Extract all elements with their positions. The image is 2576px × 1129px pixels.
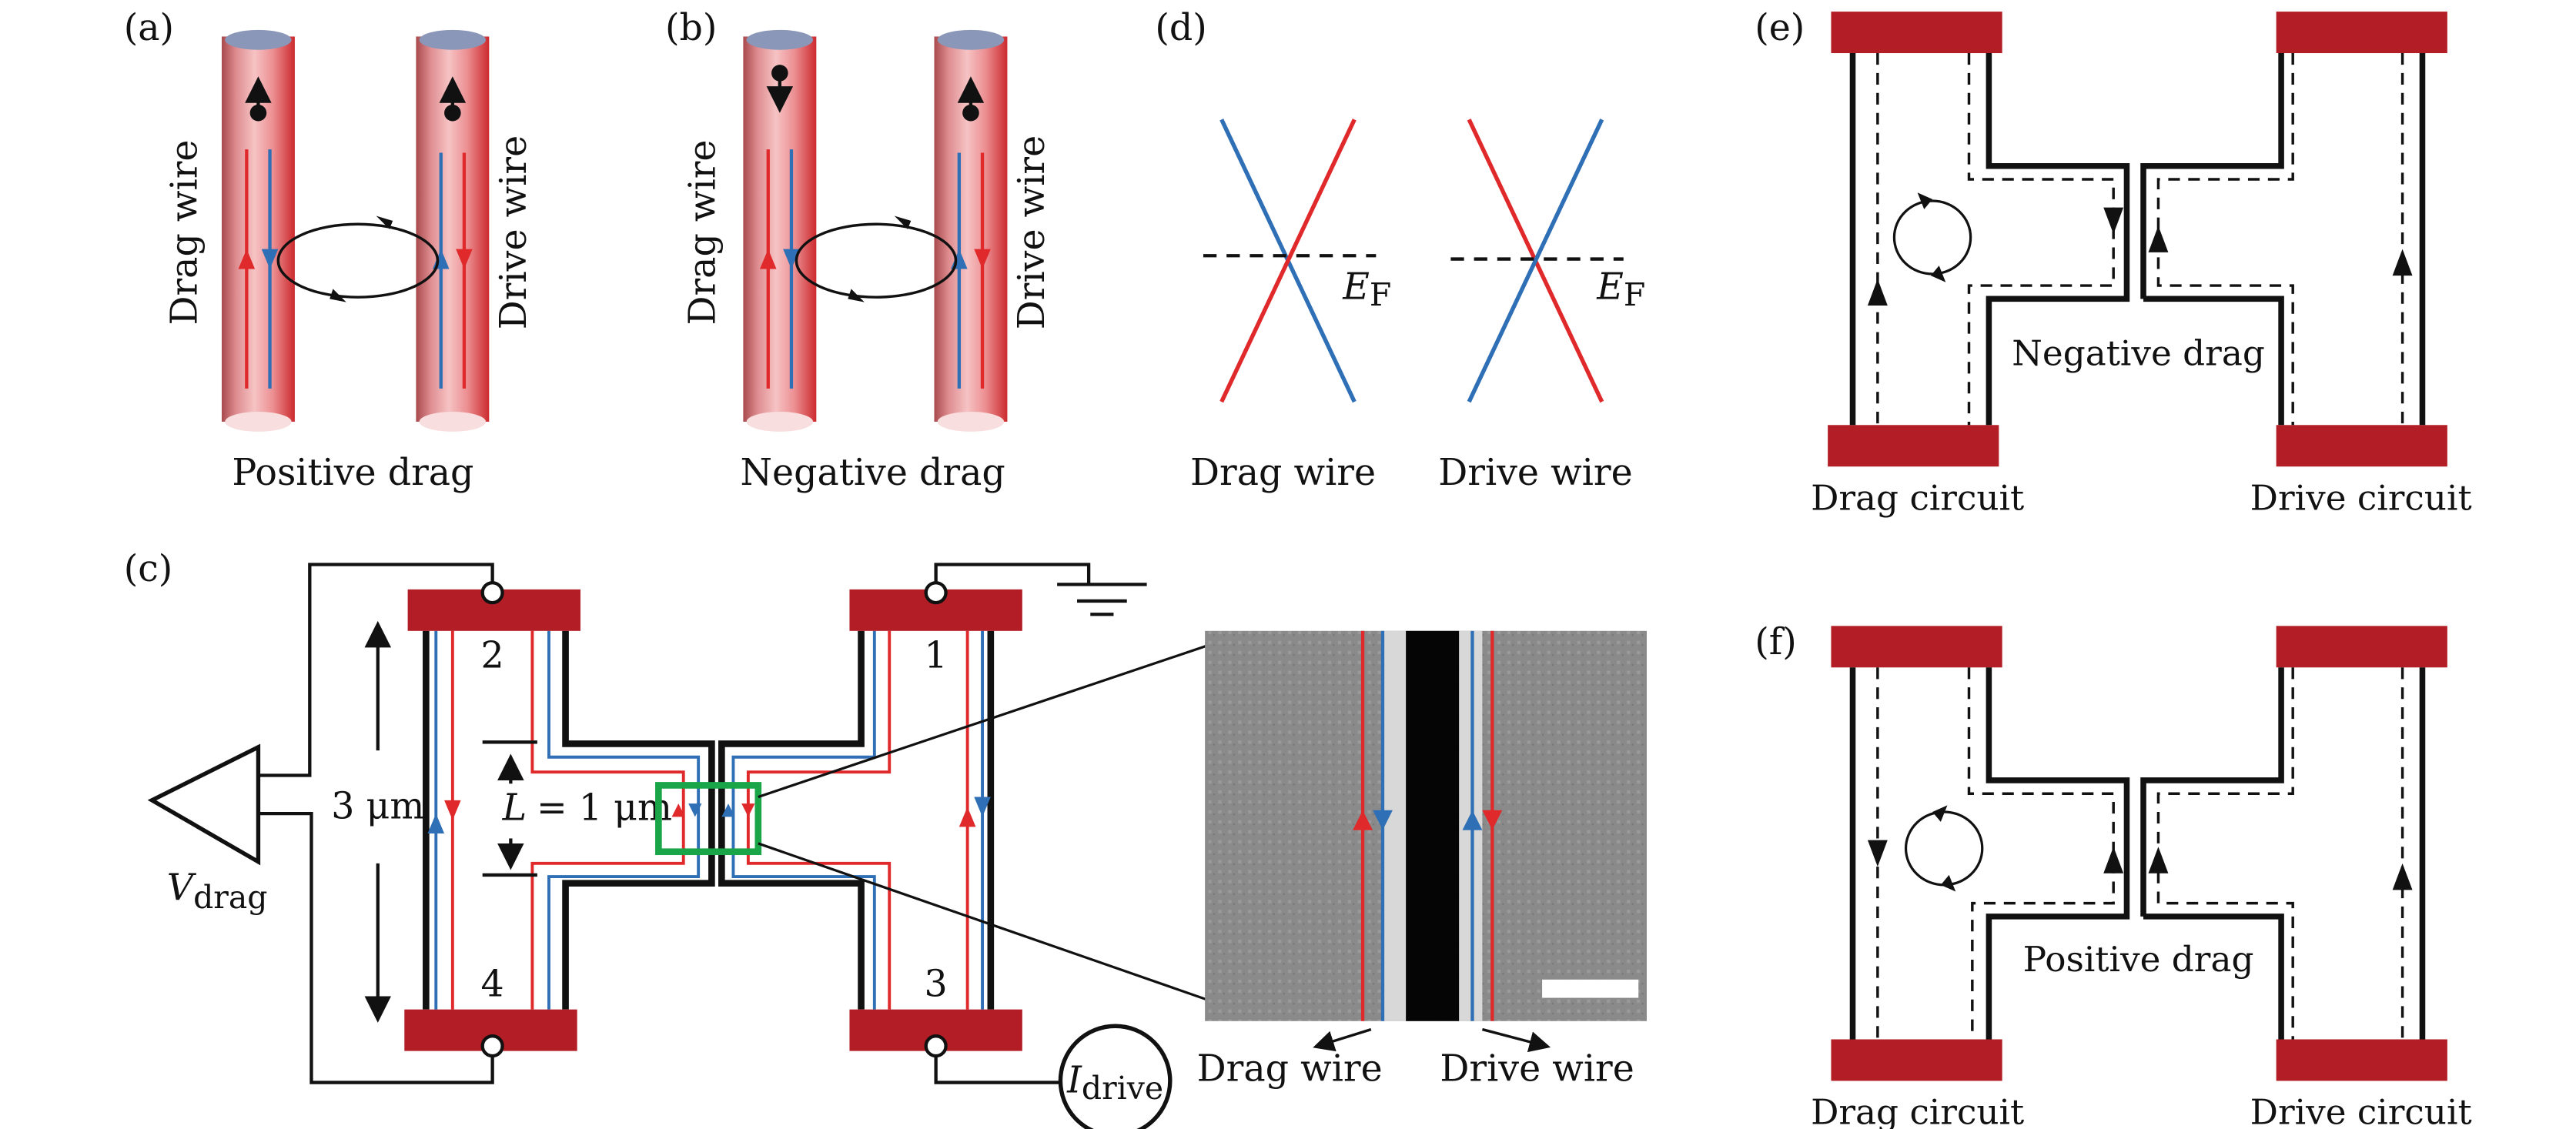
length-L-label: L= 1 μm: [502, 787, 672, 830]
contact-label-3: 3: [925, 963, 948, 1005]
panel-label: (f): [1755, 621, 1797, 663]
fermi-level-label: EF: [1342, 266, 1391, 313]
fermi-level-label: EF: [1596, 266, 1645, 313]
contact-pad: [1831, 626, 2002, 668]
panel-e: (e) Negative drag Drag circuit Drive cir…: [1755, 7, 2471, 519]
contact-pad: [1831, 1039, 2002, 1081]
contact-label-2: 2: [481, 634, 504, 676]
terminal-icon: [480, 581, 504, 605]
panel-caption: Positive drag: [232, 452, 473, 494]
panel-label: (d): [1155, 7, 1206, 49]
contact-label-1: 1: [925, 634, 948, 676]
contact-pad: [2276, 626, 2447, 668]
contact-pad: [1831, 12, 2002, 54]
panel-b: (b) Drag wire Drive wire Ne: [665, 7, 1053, 494]
panel-label: (a): [124, 7, 174, 49]
drive-wire-caption: Drive wire: [1438, 452, 1632, 494]
drive-wire-label: Drive wire: [1011, 135, 1053, 329]
drag-wire-tube: [743, 29, 817, 432]
drive-wire-dispersion: EF: [1450, 119, 1645, 403]
panel-f: (f) Positive drag Drag circuit Drive cir…: [1755, 621, 2471, 1129]
drive-wire-label: Drive wire: [493, 135, 535, 329]
drag-circuit-label: Drag circuit: [1811, 1092, 2024, 1129]
coulomb-loop-icon: [1892, 199, 1972, 276]
amplifier-label: Vdrag: [167, 867, 268, 916]
micrograph-drag-label: Drag wire: [1197, 1047, 1383, 1090]
panel-caption: Negative drag: [741, 452, 1005, 494]
coulomb-loop-icon: [276, 222, 440, 299]
zoom-region-box[interactable]: [655, 782, 762, 856]
micrograph-drive-label: Drive wire: [1440, 1047, 1634, 1090]
drive-circuit-label: Drive circuit: [2250, 1092, 2472, 1129]
coulomb-loop-icon: [1904, 810, 1984, 887]
panel-d: (d) EF EF Drag wire Drive wire: [1155, 7, 1645, 494]
contact-pad: [2276, 425, 2447, 467]
spin-down-arrow-icon: [261, 249, 279, 269]
spin-up-arrow-icon: [238, 249, 256, 269]
amplifier-icon: [147, 743, 261, 866]
terminal-icon: [924, 1034, 948, 1058]
drag-circuit-label: Drag circuit: [1811, 477, 2024, 518]
scale-bar: [1542, 979, 1639, 998]
panel-c: (c) Vdrag 3 μm 2 4 L= 1 μm: [124, 548, 1647, 1129]
contact-pad: [1828, 425, 1999, 467]
drive-wire-tube: [934, 29, 1008, 432]
drive-wire-tube: [416, 29, 490, 432]
sem-micrograph: [1205, 630, 1647, 1021]
drag-wire-label: Drag wire: [682, 140, 724, 326]
panel-a: (a) Drag wire Drive wire Po: [124, 7, 535, 494]
coulomb-loop-icon: [795, 222, 958, 299]
current-source-icon: [1058, 1024, 1173, 1129]
contact-pad: [2276, 1039, 2447, 1081]
terminal-icon: [924, 581, 948, 605]
drive-circuit-label: Drive circuit: [2250, 477, 2472, 518]
drag-type-label: Negative drag: [2012, 333, 2265, 374]
panel-label: (b): [665, 7, 717, 49]
panel-label: (e): [1755, 7, 1805, 49]
length-3um-label: 3 μm: [331, 786, 424, 828]
drag-type-label: Positive drag: [2023, 939, 2254, 980]
drag-wire-dispersion: EF: [1203, 119, 1391, 403]
current-source-label: Idrive: [1066, 1060, 1163, 1107]
drag-wire-caption: Drag wire: [1190, 452, 1376, 494]
contact-label-4: 4: [481, 963, 504, 1005]
electron-icon: [249, 104, 267, 122]
drag-wire-label: Drag wire: [164, 140, 206, 326]
panel-label: (c): [124, 548, 173, 590]
drag-wire-tube: [221, 29, 295, 432]
terminal-icon: [480, 1034, 504, 1058]
contact-pad: [2276, 12, 2447, 54]
